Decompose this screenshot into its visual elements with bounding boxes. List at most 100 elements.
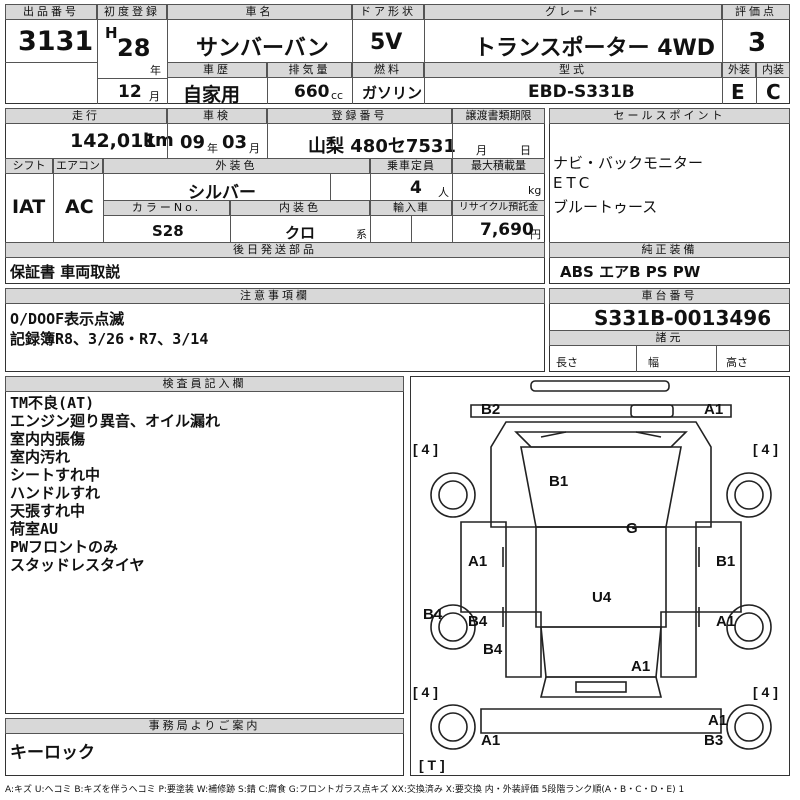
mark-label: B4 — [483, 641, 503, 658]
inspector-note: エンジン廻り異音、オイル漏れ — [10, 412, 221, 430]
legend-text: A:キズ U:ヘコミ B:キズを伴うヘコミ P:要塗装 W:補修跡 S:錆 C:… — [5, 785, 685, 795]
shift-value: IAT — [12, 196, 46, 218]
tire-label: [ 4 ] — [413, 441, 438, 457]
int-color-label: 内装色 — [230, 200, 370, 216]
month-value: 12 — [118, 82, 142, 102]
displacement-value: 660 — [294, 82, 330, 102]
tire-label: [ 4 ] — [753, 441, 778, 457]
first-reg-label: 初度登録 — [97, 4, 167, 20]
door-value: 5V — [370, 30, 403, 55]
lot-no-value: 3131 — [18, 26, 94, 57]
inspector-notes: TM不良(AT) エンジン廻り異音、オイル漏れ 室内内張傷 室内汚れ シートすれ… — [10, 394, 220, 574]
mark-label: B4 — [423, 606, 443, 623]
car-name-value: サンバーバン — [196, 36, 329, 61]
tire-label: [ 4 ] — [753, 684, 778, 700]
inspector-note: TM不良(AT) — [10, 394, 95, 412]
grade-label: グレード — [424, 4, 722, 20]
recycle-unit: 円 — [530, 228, 541, 241]
car-name-label: 車名 — [167, 4, 352, 20]
int-color-value: クロ — [285, 224, 316, 242]
later-parts-value: 保証書 車両取説 — [10, 263, 121, 281]
inspector-label: 検査員記入欄 — [5, 376, 404, 392]
inspector-note: シートすれ中 — [10, 466, 101, 484]
int-color-unit: 系 — [356, 228, 367, 241]
mileage-unit: km — [143, 130, 174, 151]
later-parts-label: 後日発送部品 — [5, 242, 545, 258]
interior-value: C — [766, 80, 781, 104]
era-value: H — [105, 24, 118, 42]
sales-point-1: ナビ・バックモニター — [553, 154, 704, 172]
shift-label: シフト — [5, 158, 53, 174]
tire-label: [ T ] — [419, 757, 445, 773]
displacement-label: 排気量 — [267, 62, 352, 78]
inspector-block — [5, 376, 404, 714]
history-value: 自家用 — [183, 84, 241, 106]
exterior-value: E — [731, 80, 745, 104]
office-value: キーロック — [10, 743, 95, 763]
car-outline — [430, 380, 772, 750]
chassis-value: S331B-0013496 — [594, 306, 772, 330]
sales-point-label: セールスポイント — [549, 108, 790, 124]
lot-no-label: 出品番号 — [5, 4, 97, 20]
history-label: 車歴 — [167, 62, 267, 78]
mark-label: B3 — [704, 732, 724, 749]
model-label: 型式 — [424, 62, 722, 78]
aircon-value: AC — [65, 196, 94, 218]
fuel-value: ガソリン — [362, 84, 423, 102]
inspector-note: ハンドルすれ — [10, 484, 101, 502]
sales-point-3: ブルートゥース — [553, 198, 658, 216]
mark-label: A1 — [704, 401, 724, 418]
tire-label: [ 4 ] — [413, 684, 438, 700]
year-unit: 年 — [150, 64, 161, 77]
genuine-label: 純正装備 — [549, 242, 790, 258]
year-value: 28 — [117, 34, 151, 62]
reg-no-label: 登録番号 — [267, 108, 452, 124]
transfer-label: 譲渡書類期限 — [452, 108, 545, 124]
mark-label: B4 — [468, 613, 488, 630]
chassis-label: 車台番号 — [549, 288, 790, 304]
insp-month-value: 03 — [222, 132, 248, 153]
aircon-label: エアコン — [53, 158, 103, 174]
mark-label: A1 — [708, 712, 728, 729]
notes-line-2: 記録簿R8、3/26・R7、3/14 — [10, 330, 209, 348]
grade-value: トランスポーター 4WD — [474, 36, 716, 61]
displacement-unit: cc — [331, 89, 344, 102]
notes-line-1: O/DOOF表示点滅 — [10, 310, 125, 328]
capacity-unit: 人 — [438, 186, 449, 199]
notes-label: 注意事項欄 — [5, 288, 545, 304]
door-label: ドア形状 — [352, 4, 424, 20]
score-label: 評価点 — [722, 4, 790, 20]
ext-color-label: 外装色 — [103, 158, 370, 174]
mark-label: A1 — [716, 613, 736, 630]
dim-height: 高さ — [726, 356, 748, 369]
insp-year-unit: 年 — [207, 142, 218, 155]
transfer-day-unit: 日 — [520, 144, 531, 157]
month-unit: 月 — [149, 90, 160, 103]
inspector-note: 荷室AU — [10, 520, 59, 538]
insp-month-unit: 月 — [249, 142, 260, 155]
dim-length: 長さ — [556, 356, 578, 369]
transfer-month-unit: 月 — [476, 144, 487, 157]
reg-no-value: 山梨 480セ7531 — [308, 136, 456, 157]
mark-label: B2 — [481, 401, 501, 418]
mark-label: B1 — [549, 473, 569, 490]
mileage-label: 走行 — [5, 108, 167, 124]
mark-label: A1 — [468, 553, 488, 570]
ext-color-value: シルバー — [188, 183, 256, 203]
mark-label: A1 — [481, 732, 501, 749]
sales-point-2: ETC — [553, 174, 594, 192]
damage-diagram: B2 A1 B1 G A1 B1 U4 B4 B4 A1 B4 A1 A1 A1… — [410, 376, 790, 776]
score-value: 3 — [748, 28, 767, 58]
mark-label: B1 — [716, 553, 736, 570]
recycle-label: リサイクル預託金 — [452, 200, 545, 216]
inspector-note: 天張すれ中 — [10, 502, 86, 520]
mark-label: G — [626, 520, 638, 537]
mark-label: A1 — [631, 658, 651, 675]
header-block — [5, 4, 790, 104]
color-no-value: S28 — [152, 222, 184, 240]
model-value: EBD-S331B — [528, 82, 635, 102]
inspector-note: 室内内張傷 — [10, 430, 86, 448]
fuel-label: 燃料 — [352, 62, 424, 78]
import-label: 輸入車 — [370, 200, 452, 216]
mileage-value: 142,011 — [70, 130, 157, 152]
